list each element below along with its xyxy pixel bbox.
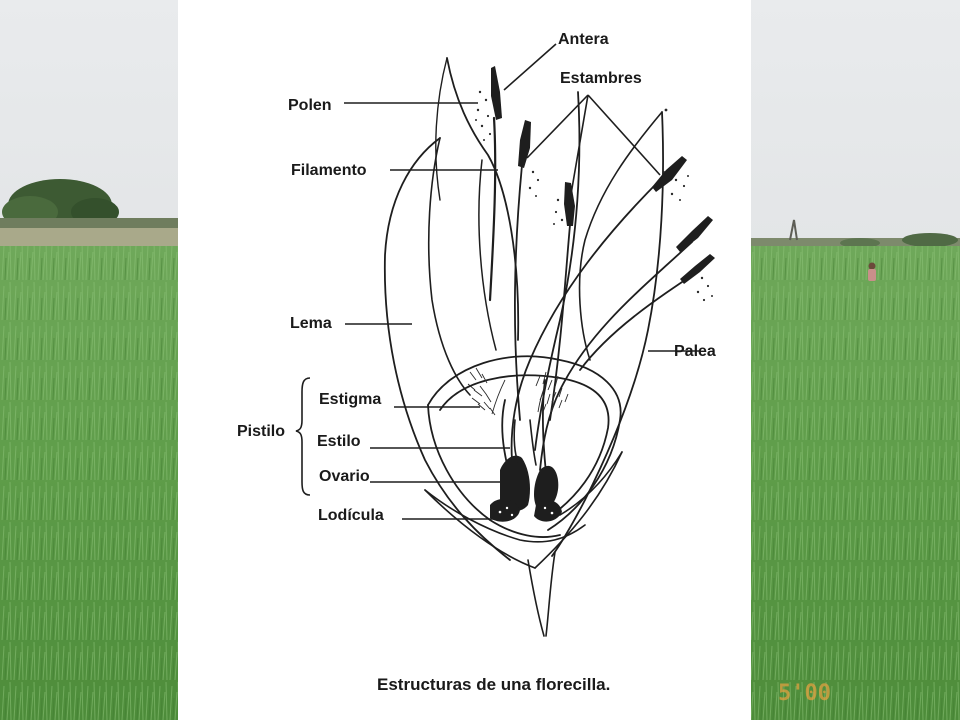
left-tree-icon (0, 179, 180, 231)
lodicules (490, 498, 562, 522)
label-estambres: Estambres (560, 70, 642, 87)
labels: Antera Estambres Polen Filamento Lema Pa… (237, 31, 716, 524)
anther-4 (652, 156, 687, 192)
caption: Estructuras de una florecilla. (377, 675, 610, 694)
anther-2 (518, 120, 531, 168)
stigmas (467, 367, 569, 416)
farmer-figure-icon (868, 262, 876, 281)
pedicel (527, 551, 556, 637)
anther-5 (676, 216, 713, 252)
pollen-grains (475, 90, 713, 302)
label-polen: Polen (288, 97, 332, 114)
label-lodicula: Lodícula (318, 507, 384, 524)
anther-3 (564, 182, 575, 226)
label-filamento: Filamento (291, 162, 367, 179)
field-edge-left (0, 228, 180, 248)
label-pistilo: Pistilo (237, 423, 285, 440)
anthers (491, 66, 715, 284)
date-stamp: 5'00 (778, 681, 831, 706)
inner-cup (424, 355, 623, 569)
label-estigma: Estigma (319, 391, 381, 408)
label-antera: Antera (558, 31, 609, 48)
leader-lines (295, 43, 700, 520)
label-palea: Palea (674, 343, 716, 360)
label-ovario: Ovario (319, 468, 370, 485)
floret-illustration (383, 57, 715, 637)
anther-6 (680, 254, 715, 284)
label-estilo: Estilo (317, 433, 361, 450)
ovary (500, 419, 559, 512)
diagram-panel (178, 0, 751, 720)
anther-1 (491, 66, 502, 120)
label-lema: Lema (290, 315, 332, 332)
